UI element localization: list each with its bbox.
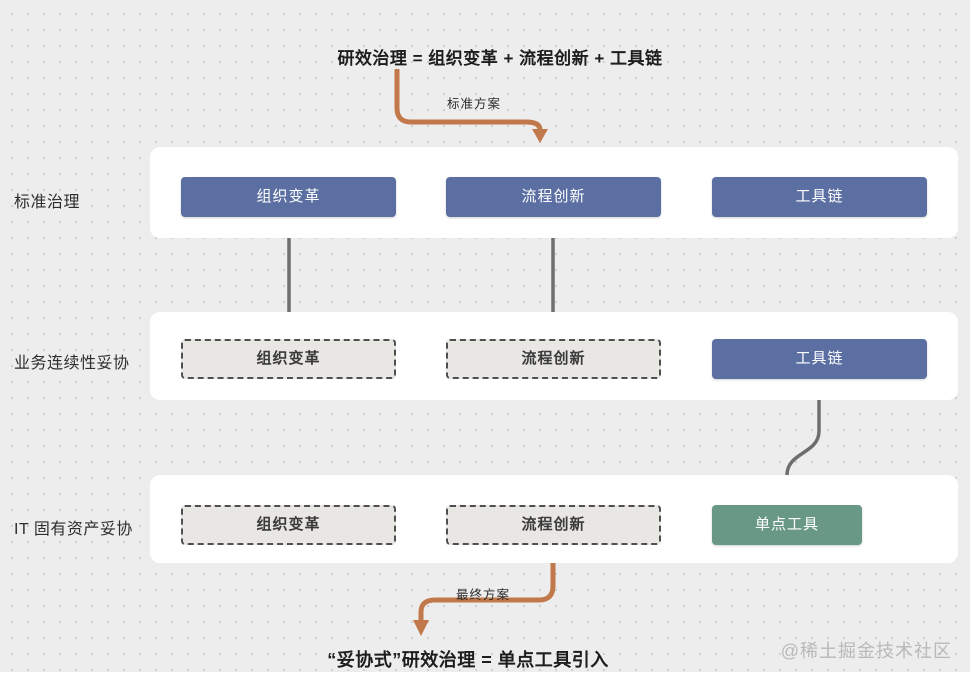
node-single-point-tool: 单点工具 — [712, 505, 862, 545]
node-process-innovation-row1: 流程创新 — [446, 177, 661, 217]
conclusion-text: “妥协式”研效治理 = 单点工具引入 — [327, 650, 609, 670]
node-org-change-row3: 组织变革 — [181, 505, 396, 545]
node-process-innovation-row3: 流程创新 — [446, 505, 661, 545]
watermark-text: @稀土掘金技术社区 — [780, 641, 952, 661]
row-label-business-continuity: 业务连续性妥协 — [14, 355, 130, 372]
diagram-title: 研效治理 = 组织变革 + 流程创新 + 工具链 — [337, 49, 663, 68]
node-process-innovation-row2: 流程创新 — [446, 339, 661, 379]
row-label-standard-governance: 标准治理 — [14, 194, 81, 211]
standard-plan-arrow-label: 标准方案 — [446, 97, 501, 111]
row-label-it-assets: IT 固有资产妥协 — [14, 521, 133, 538]
node-org-change-row1: 组织变革 — [181, 177, 396, 217]
node-toolchain-row2: 工具链 — [712, 339, 927, 379]
final-plan-arrow-label: 最终方案 — [455, 588, 510, 602]
bottom-white-strip — [0, 672, 970, 681]
node-org-change-row2: 组织变革 — [181, 339, 396, 379]
node-toolchain-row1: 工具链 — [712, 177, 927, 217]
